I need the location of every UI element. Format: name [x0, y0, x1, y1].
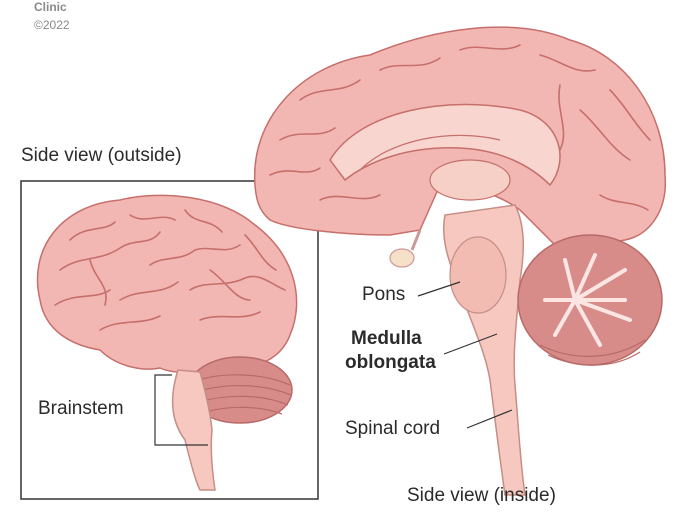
credit-org: Clinic [34, 0, 67, 14]
pons-leader [417, 281, 461, 297]
brainstem-label: Brainstem [38, 398, 124, 419]
outside-cerebrum [36, 194, 298, 373]
medulla-leader [443, 333, 498, 355]
medulla-label-line1: Medulla [351, 328, 422, 349]
thalamus [429, 159, 511, 201]
corpus-callosum [329, 103, 561, 187]
spinal-cord-leader [466, 409, 513, 429]
side-view-outside-title: Side view (outside) [21, 145, 182, 166]
side-view-inside-title: Side view (inside) [407, 485, 556, 506]
brainstem-bracket [154, 374, 208, 446]
outside-brain [36, 194, 298, 491]
credit-year: ©2022 [34, 18, 70, 32]
pituitary [389, 248, 415, 268]
medulla-label-line2: oblongata [345, 352, 436, 373]
outside-view-frame [20, 180, 319, 500]
spinal-cord-label: Spinal cord [345, 418, 441, 439]
pons-bulge [449, 236, 507, 314]
pons-label: Pons [362, 284, 406, 305]
inside-brain [253, 26, 667, 496]
outside-brainstem [171, 369, 216, 491]
